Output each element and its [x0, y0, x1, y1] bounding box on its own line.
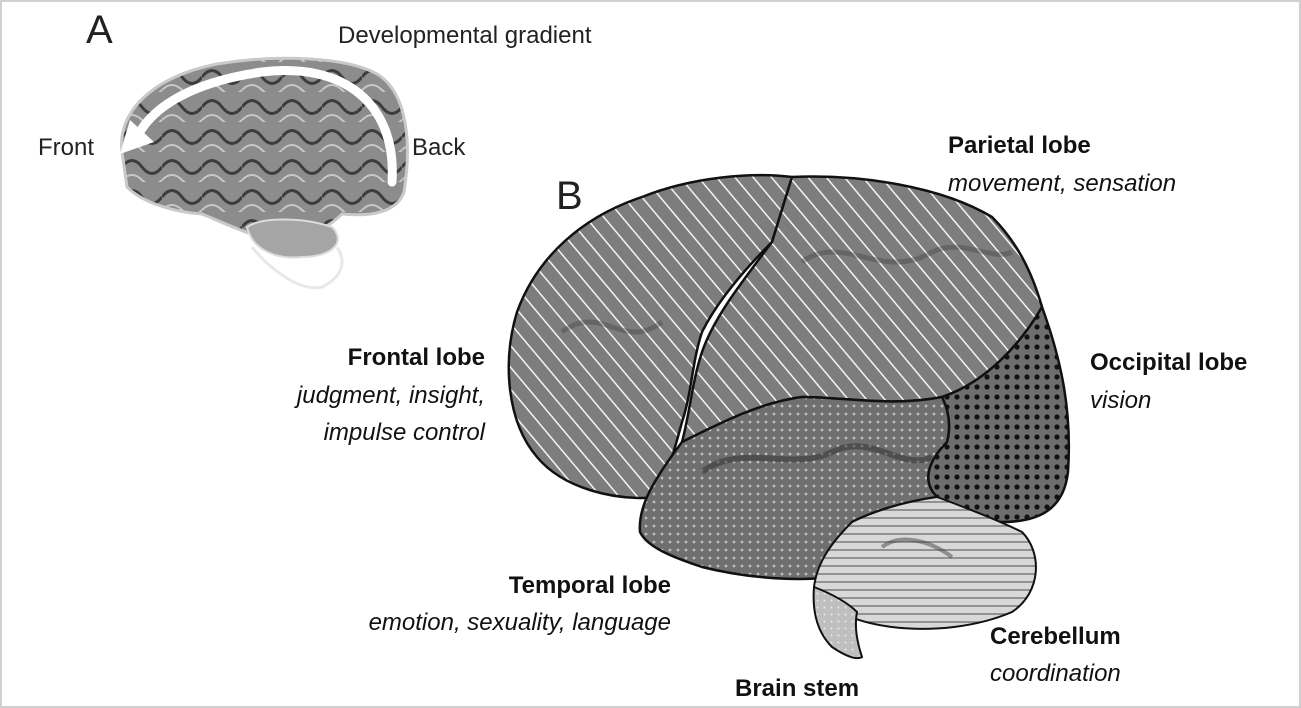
arrowhead-icon	[120, 120, 154, 154]
panel-a-letter: A	[86, 8, 113, 52]
frontal-lobe-label: Frontal lobe	[347, 344, 485, 371]
brain-stem-label: Brain stem	[735, 675, 860, 702]
temporal-lobe-function: emotion, sexuality, language	[368, 609, 671, 636]
developmental-gradient-arrow	[132, 66, 397, 187]
cerebellum-label: Cerebellum	[990, 623, 1121, 650]
frontal-lobe-region	[507, 173, 794, 500]
developmental-gradient-label: Developmental gradient	[338, 22, 592, 49]
panel-b-letter: B	[556, 174, 583, 218]
panel-a-brain	[120, 56, 409, 290]
parietal-lobe-function: movement, sensation	[948, 170, 1177, 197]
cerebellum-function: coordination	[990, 660, 1121, 687]
parietal-lobe-label: Parietal lobe	[948, 132, 1091, 159]
brain-stem-region	[812, 585, 864, 660]
frontal-lobe-function-line1: judgment, insight,	[296, 382, 485, 409]
occipital-lobe-label: Occipital lobe	[1090, 349, 1248, 376]
front-label: Front	[38, 134, 95, 161]
frontal-lobe-function-line2: impulse control	[323, 419, 485, 446]
temporal-lobe-label: Temporal lobe	[508, 572, 671, 599]
back-label: Back	[412, 134, 466, 161]
occipital-lobe-function: vision	[1090, 387, 1152, 414]
